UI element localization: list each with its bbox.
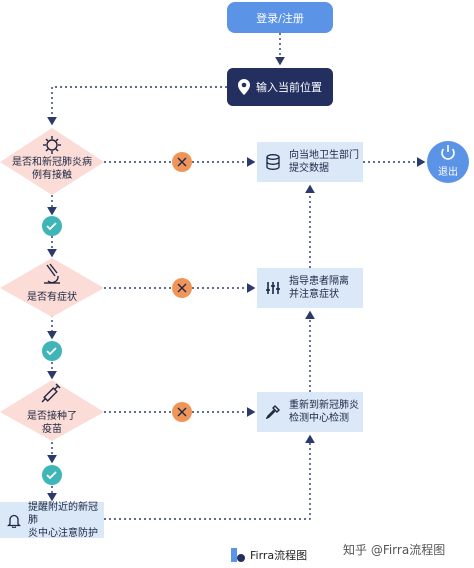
retest-node[interactable]: 重新到新冠肺炎 检测中心检测 [257, 392, 363, 432]
syringe-icon [41, 383, 61, 403]
location-node[interactable]: 输入当前位置 [227, 68, 333, 106]
remind-label: 提醒附近的新冠肺 炎中心注意防护 [28, 501, 104, 540]
bell-icon [4, 513, 23, 528]
remind-node[interactable]: 提醒附近的新冠肺 炎中心注意防护 [0, 501, 104, 540]
decision-label-contact-line1: 是否和新冠肺炎病 [12, 157, 92, 168]
report-label: 向当地卫生部门 提交数据 [289, 149, 359, 175]
brand-name: Firra流程图 [250, 549, 308, 562]
arrow-location-q1 [47, 86, 227, 126]
exit-label[interactable]: 退出 [438, 167, 458, 178]
isolate-label-line1: 指导患者隔离 [289, 276, 349, 287]
report-label-line2: 提交数据 [289, 163, 329, 174]
login-label: 登录/注册 [256, 11, 304, 25]
decision-label-contact-line2: 例有接触 [32, 170, 72, 181]
retest-label-line2: 检测中心检测 [289, 413, 349, 424]
arrow-remind-retest [104, 434, 315, 520]
isolate-label: 指导患者隔离 并注意症状 [289, 275, 349, 301]
cross-icon [172, 152, 192, 172]
decision-label-contact: 是否和新冠肺炎病 例有接触 [0, 156, 104, 182]
cross-icon [172, 278, 192, 298]
decision-label-symptom: 是否有症状 [27, 292, 77, 303]
power-icon [441, 145, 455, 160]
isolate-node[interactable]: 指导患者隔离 并注意症状 [257, 268, 363, 308]
brand-watermark: Firra流程图 [230, 547, 307, 563]
credit-watermark: 知乎 @Firra流程图 [343, 543, 446, 557]
decision-label-vaccine-line2: 疫苗 [42, 424, 62, 435]
database-icon [263, 154, 283, 170]
microscope-icon [44, 263, 60, 284]
virus-icon [43, 136, 61, 154]
sliders-icon [263, 281, 283, 295]
decision-diamond-symptom [0, 258, 104, 317]
location-label: 输入当前位置 [256, 81, 322, 94]
report-label-line1: 向当地卫生部门 [289, 150, 359, 161]
decision-label-vaccine: 是否接种了 疫苗 [0, 410, 104, 436]
location-pin-icon [238, 79, 250, 95]
remind-label-line1: 提醒附近的新冠肺 [28, 501, 98, 526]
report-node[interactable]: 向当地卫生部门 提交数据 [257, 142, 363, 182]
check-icon [42, 216, 62, 236]
retest-label: 重新到新冠肺炎 检测中心检测 [289, 399, 359, 425]
firra-logo-icon [231, 548, 245, 562]
decision-diamond-contact [0, 128, 104, 195]
exit-circle [427, 141, 469, 183]
pipette-icon [263, 405, 283, 419]
cross-icon [172, 402, 192, 422]
decision-label-vaccine-line1: 是否接种了 [27, 411, 77, 422]
decision-diamond-vaccine [0, 380, 104, 441]
login-node[interactable]: 登录/注册 [227, 2, 333, 33]
check-icon [42, 341, 62, 361]
retest-label-line1: 重新到新冠肺炎 [289, 400, 359, 411]
check-icon [42, 465, 62, 485]
remind-label-line2: 炎中心注意防护 [28, 527, 98, 539]
isolate-label-line2: 并注意症状 [289, 289, 339, 300]
